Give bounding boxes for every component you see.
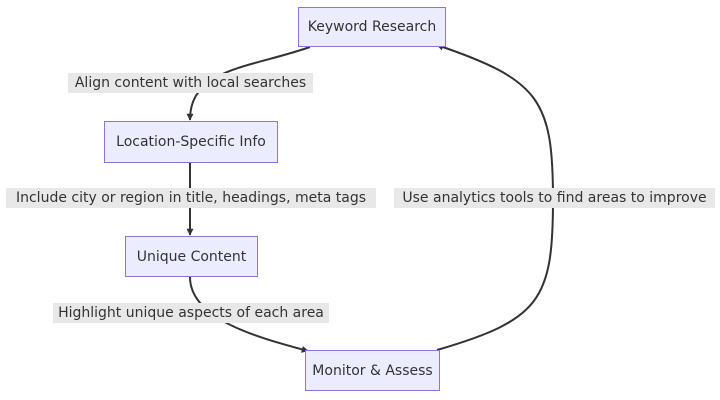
edge-label-highlight-unique: Highlight unique aspects of each area bbox=[53, 303, 329, 323]
edge-unique-to-monitor bbox=[189, 276, 309, 353]
node-location-specific-info-label: Location-Specific Info bbox=[116, 134, 266, 150]
node-monitor-assess: Monitor & Assess bbox=[305, 350, 440, 391]
node-keyword-research: Keyword Research bbox=[298, 7, 446, 47]
edge-label-use-analytics: Use analytics tools to find areas to imp… bbox=[394, 188, 715, 208]
edge-keyword-to-location bbox=[186, 46, 311, 121]
node-unique-content-label: Unique Content bbox=[136, 248, 247, 265]
node-keyword-research-label: Keyword Research bbox=[307, 19, 437, 35]
edge-label-include-city: Include city or region in title, heading… bbox=[6, 188, 376, 208]
node-unique-content: Unique Content bbox=[125, 236, 258, 277]
node-location-specific-info: Location-Specific Info bbox=[104, 121, 278, 163]
edge-label-align-content: Align content with local searches bbox=[68, 73, 313, 93]
node-monitor-assess-label: Monitor & Assess bbox=[312, 362, 433, 379]
